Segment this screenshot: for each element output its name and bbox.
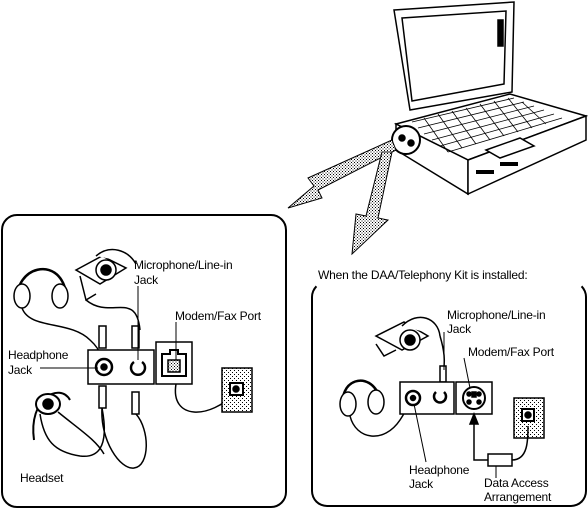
- left-microphone-icon: [74, 248, 137, 302]
- right-microphone-jack-label-line1: Microphone/Line-in: [447, 308, 546, 322]
- left-microphone-jack-label-line1: Microphone/Line-in: [134, 258, 233, 272]
- left-headphone-jack-label-line2: Jack: [8, 363, 32, 377]
- right-panel-caption: When the DAA/Telephony Kit is installed:: [318, 268, 530, 282]
- right-microphone-icon: [374, 316, 441, 357]
- left-headphone-jack-label-line1: Headphone: [8, 348, 69, 362]
- right-headphone-jack-label-line2: Jack: [409, 477, 433, 491]
- left-panel-frame: [1, 214, 287, 508]
- left-microphone-jack-label-line2: Jack: [134, 273, 158, 287]
- right-panel-drawing: [339, 316, 545, 478]
- headset-label: Headset: [20, 471, 64, 485]
- left-modem-port-label: Modem/Fax Port: [175, 309, 261, 323]
- arrow-to-right-panel: [351, 151, 393, 256]
- right-headphone-jack-label-line1: Headphone: [409, 463, 470, 477]
- right-panel-frame: [311, 281, 587, 507]
- daa-label-line2: Arrangement: [484, 490, 552, 504]
- right-microphone-jack-label-line2: Jack: [447, 322, 471, 336]
- headset-icon: [32, 391, 106, 458]
- right-modem-port-label: Modem/Fax Port: [468, 345, 554, 359]
- laptop-illustration: [391, 1, 588, 196]
- left-panel-drawing: [13, 248, 253, 469]
- daa-label-line1: Data Access: [484, 476, 549, 490]
